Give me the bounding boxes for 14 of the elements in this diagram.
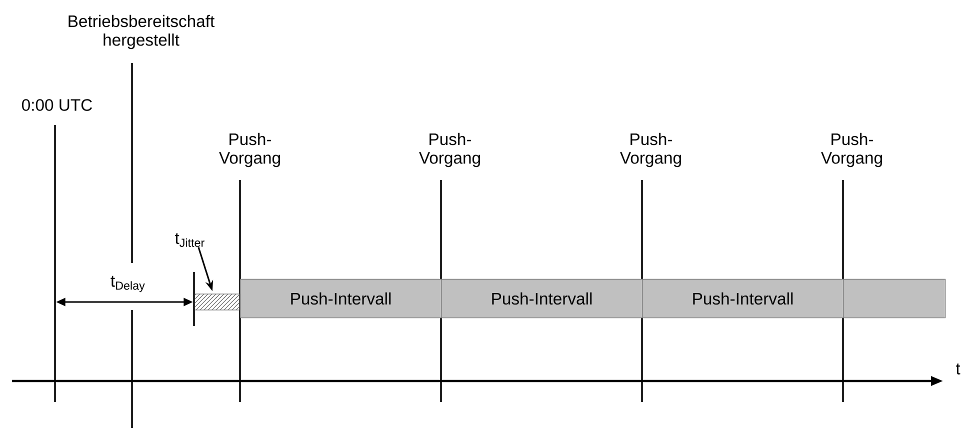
jitter-box [194, 294, 240, 310]
event-label: Push-Vorgang [620, 132, 681, 168]
event-label: Push-Vorgang [821, 132, 882, 168]
event-label: Push-Vorgang [219, 132, 280, 168]
interval-cell: Push-Intervall [240, 278, 442, 318]
axis-label: t [956, 364, 960, 374]
interval-cell: Push-Intervall [441, 278, 643, 318]
interval-cell: Push-Intervall [642, 278, 844, 318]
jitter-label: t$_{Jitter}$ [174, 233, 204, 247]
interval-cell [843, 278, 946, 318]
event-label: Betriebsbereitschaft hergestellt [68, 14, 215, 50]
event-label: 0:00 UTC [22, 99, 92, 111]
event-label: Push-Vorgang [419, 132, 480, 168]
delay-label: t$_{Delay}$ [110, 276, 145, 292]
